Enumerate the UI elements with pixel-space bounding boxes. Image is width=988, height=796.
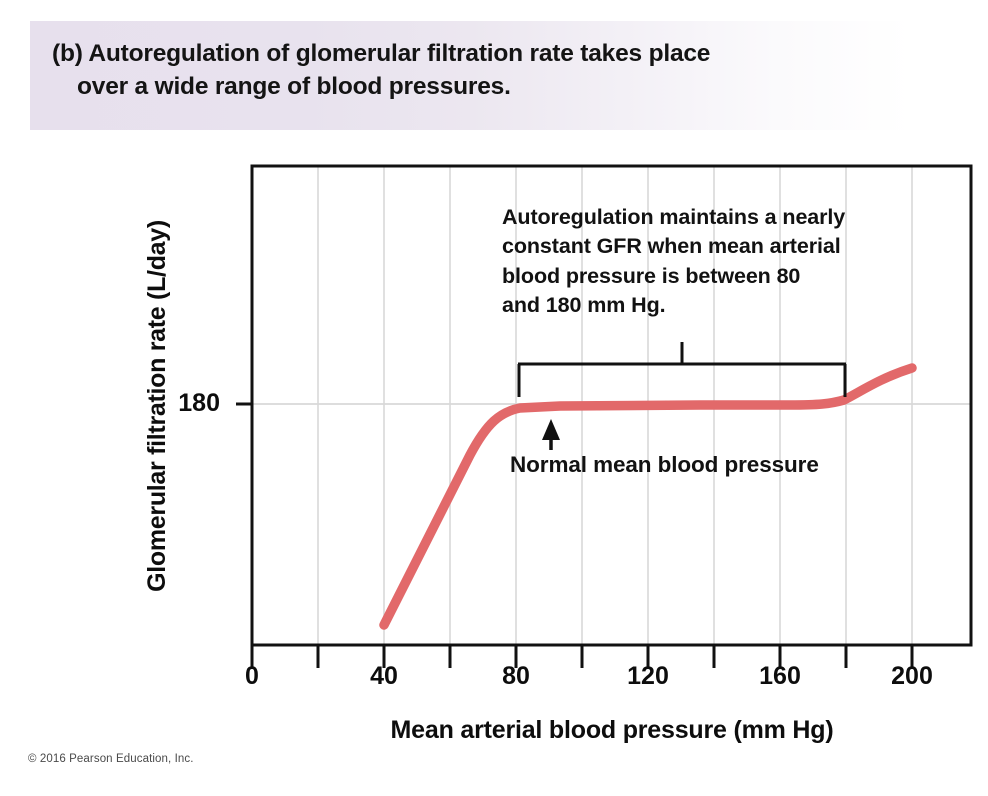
normal-pressure-label: Normal mean blood pressure xyxy=(510,452,819,477)
figure-caption: (b) Autoregulation of glomerular filtrat… xyxy=(52,38,752,103)
x-tick-label-40: 40 xyxy=(370,662,398,690)
x-tick-marks xyxy=(250,645,914,668)
y-tick-label-180: 180 xyxy=(178,389,220,417)
callout-line-2: constant GFR when mean arterial xyxy=(502,234,841,259)
callout-line-3: blood pressure is between 80 xyxy=(502,263,801,288)
callout-line-4: and 180 mm Hg. xyxy=(502,293,666,318)
copyright-notice: © 2016 Pearson Education, Inc. xyxy=(28,753,194,765)
caption-line-2: over a wide range of blood pressures. xyxy=(77,72,511,100)
x-tick-label-160: 160 xyxy=(759,662,801,690)
caption-line-1: Autoregulation of glomerular filtration … xyxy=(88,40,711,67)
x-axis-title: Mean arterial blood pressure (mm Hg) xyxy=(390,716,834,744)
x-tick-label-80: 80 xyxy=(502,662,530,690)
autoregulation-bracket xyxy=(517,342,847,397)
autoregulation-callout: Autoregulation maintains a nearly consta… xyxy=(502,203,954,321)
x-tick-label-0: 0 xyxy=(245,662,259,690)
gfr-curve xyxy=(379,363,917,630)
callout-line-1: Autoregulation maintains a nearly xyxy=(502,205,846,229)
x-tick-label-120: 120 xyxy=(627,662,669,690)
caption-band xyxy=(30,21,988,130)
x-tick-label-200: 200 xyxy=(891,662,933,690)
normal-pressure-arrow xyxy=(542,419,560,450)
panel-label: (b) xyxy=(52,40,83,67)
